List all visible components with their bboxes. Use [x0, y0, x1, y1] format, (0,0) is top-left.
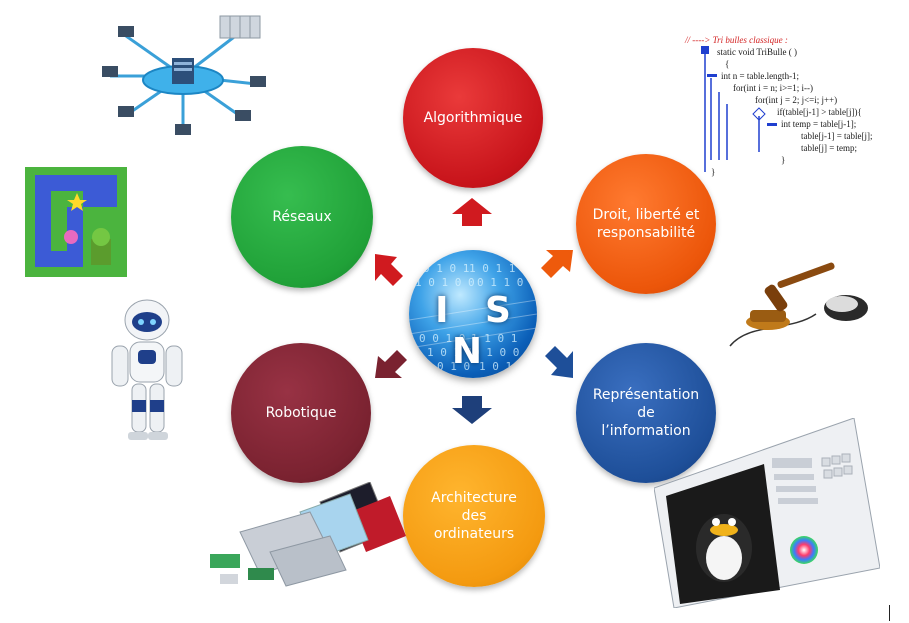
center-hub: 0 1 0 1 1 0 1 1 1 0 1 0 0 0 1 1 0 0 0 1 …	[409, 250, 537, 378]
topic-label: Algorithmique	[423, 110, 523, 126]
svg-text:0 1 0: 0 1 0	[437, 360, 470, 373]
arrow-down-icon	[452, 396, 492, 424]
flow-lines-icon	[701, 46, 777, 172]
topic-label: Représentation de l’information	[592, 387, 700, 439]
topic-reseaux: Réseaux	[231, 146, 373, 288]
code-sample: // ----> Tri bulles classique : static v…	[681, 32, 881, 182]
arrow-up-icon	[452, 198, 492, 226]
arrow-up-left-icon	[375, 254, 403, 286]
topic-architecture: Architecture des ordinateurs	[403, 445, 545, 587]
svg-text:0 1 1 0: 0 1 1 0	[477, 276, 523, 289]
svg-text:0 1 0 1: 0 1 0 1	[423, 262, 469, 275]
topic-label: Réseaux	[272, 209, 332, 225]
code-line: static void TriBulle ( )	[717, 47, 798, 57]
code-line: }	[781, 155, 786, 165]
gavel-mouse-icon	[729, 262, 868, 347]
binary-pattern-icon: 0 1 0 1 1 0 1 1 1 0 1 0 0 0 1 1 0 0 0 1 …	[409, 262, 537, 373]
svg-text:1 0 1 1: 1 0 1 1	[469, 262, 515, 275]
network-icon	[102, 15, 266, 135]
center-label: I S N	[435, 290, 523, 372]
code-line: table[j-1] = table[j];	[801, 131, 873, 141]
code-line: int temp = table[j-1];	[781, 119, 857, 129]
penguin-image-editor-icon	[654, 418, 880, 608]
code-line: {	[725, 59, 730, 69]
svg-text:1 0 1 1: 1 0 1 1	[427, 346, 473, 359]
topic-robotique: Robotique	[231, 343, 371, 483]
code-line: for(int i = n; i>=1; i--)	[733, 83, 813, 93]
topic-label: Droit, liberté et responsabilité	[592, 207, 700, 241]
code-line: table[j] = temp;	[801, 143, 858, 153]
maze-game-icon	[25, 167, 127, 277]
code-line: }	[711, 167, 716, 177]
code-line: int n = table.length-1;	[721, 71, 800, 81]
topic-algorithmique: Algorithmique	[403, 48, 543, 188]
topic-droit: Droit, liberté et responsabilité	[576, 154, 716, 294]
code-line: for(int j = 2; j<=i; j++)	[755, 95, 838, 105]
arrow-up-right-icon	[541, 250, 573, 278]
code-comment: // ----> Tri bulles classique :	[685, 35, 788, 45]
arrow-down-left-icon	[375, 350, 407, 378]
svg-text:0 1 0 0: 0 1 0 0	[473, 346, 519, 359]
topic-label: Robotique	[265, 405, 337, 421]
svg-text:1 1 0 1: 1 1 0 1	[471, 332, 517, 345]
robot-icon	[111, 299, 183, 440]
computer-parts-icon	[210, 482, 406, 587]
text-cursor	[889, 605, 890, 621]
code-line: if(table[j-1] > table[j]){	[777, 107, 862, 117]
topic-representation: Représentation de l’information	[576, 343, 716, 483]
arrow-down-right-icon	[545, 346, 573, 378]
topic-label: Architecture des ordinateurs	[431, 490, 517, 542]
svg-text:1 0 1: 1 0 1	[479, 360, 512, 373]
svg-text:0 0 1 0: 0 0 1 0	[419, 332, 465, 345]
svg-text:1 0 1 0 0: 1 0 1 0 0	[415, 276, 475, 289]
